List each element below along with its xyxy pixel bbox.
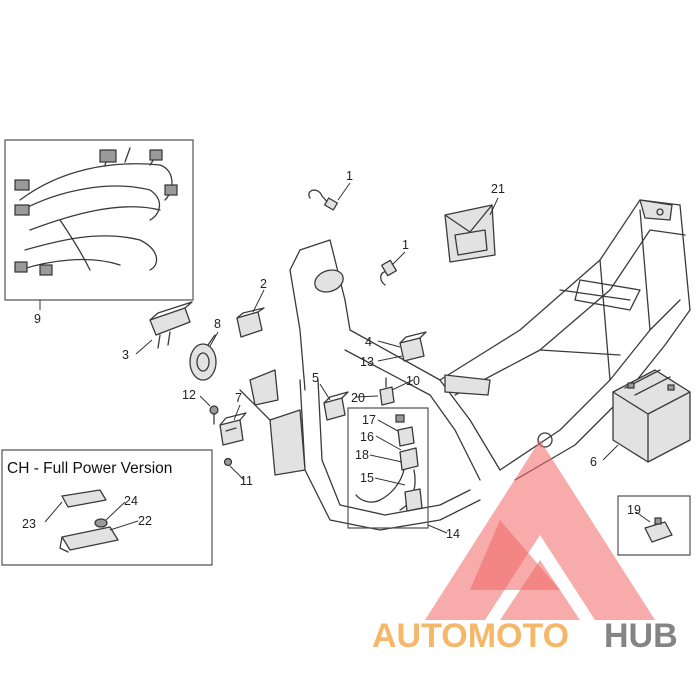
callout-16: 16 bbox=[360, 430, 374, 444]
callout-18: 18 bbox=[355, 448, 369, 462]
callout-3: 3 bbox=[122, 348, 129, 362]
inset-title: CH - Full Power Version bbox=[7, 460, 172, 477]
callout-4: 4 bbox=[365, 335, 372, 349]
fuse-box-14 bbox=[347, 407, 429, 529]
callout-5: 5 bbox=[312, 371, 319, 385]
screw bbox=[209, 405, 219, 425]
callout-24: 24 bbox=[124, 494, 138, 508]
callout-10: 10 bbox=[406, 374, 420, 388]
callout-23: 23 bbox=[22, 517, 36, 531]
callout-6: 6 bbox=[590, 455, 597, 469]
document-bag bbox=[444, 204, 496, 263]
callout-17: 17 bbox=[362, 413, 376, 427]
ch-inset-box bbox=[1, 449, 213, 566]
callout-8: 8 bbox=[214, 317, 221, 331]
switch-lower bbox=[380, 259, 397, 286]
callout-7: 7 bbox=[235, 391, 242, 405]
callout-13: 13 bbox=[360, 355, 374, 369]
callout-20: 20 bbox=[351, 391, 365, 405]
relay-5 bbox=[323, 391, 349, 421]
callout-1a: 1 bbox=[346, 169, 353, 183]
callout-22: 22 bbox=[138, 514, 152, 528]
callout-19: 19 bbox=[627, 503, 641, 517]
callout-2: 2 bbox=[260, 277, 267, 291]
part-box-19 bbox=[617, 495, 691, 556]
relay-2 bbox=[236, 307, 265, 338]
callout-21: 21 bbox=[491, 182, 505, 196]
relay-4 bbox=[399, 331, 427, 362]
horn bbox=[189, 334, 217, 381]
callout-12: 12 bbox=[182, 388, 196, 402]
ch-inset-labels: CH - Full Power Version 22 23 24 bbox=[7, 460, 172, 531]
watermark-word-hub: HUB bbox=[604, 617, 678, 655]
switch-upper bbox=[308, 189, 338, 211]
watermark: AUTOMOTO HUB bbox=[372, 440, 678, 655]
regulator bbox=[149, 301, 193, 349]
nut bbox=[223, 457, 233, 467]
callout-1b: 1 bbox=[402, 238, 409, 252]
control-unit bbox=[219, 412, 247, 446]
callout-11: 11 bbox=[240, 474, 253, 488]
watermark-word-auto: AUTOMOTO bbox=[372, 617, 569, 655]
leader-lines bbox=[39, 182, 651, 534]
callout-labels: 1 1 2 3 4 5 6 7 8 9 10 11 12 13 14 15 16… bbox=[34, 169, 641, 541]
callout-15: 15 bbox=[360, 471, 374, 485]
callout-9: 9 bbox=[34, 312, 41, 326]
callout-14: 14 bbox=[446, 527, 460, 541]
wiring-harness-box bbox=[4, 139, 194, 301]
connector-20 bbox=[379, 377, 395, 406]
battery bbox=[612, 369, 691, 463]
